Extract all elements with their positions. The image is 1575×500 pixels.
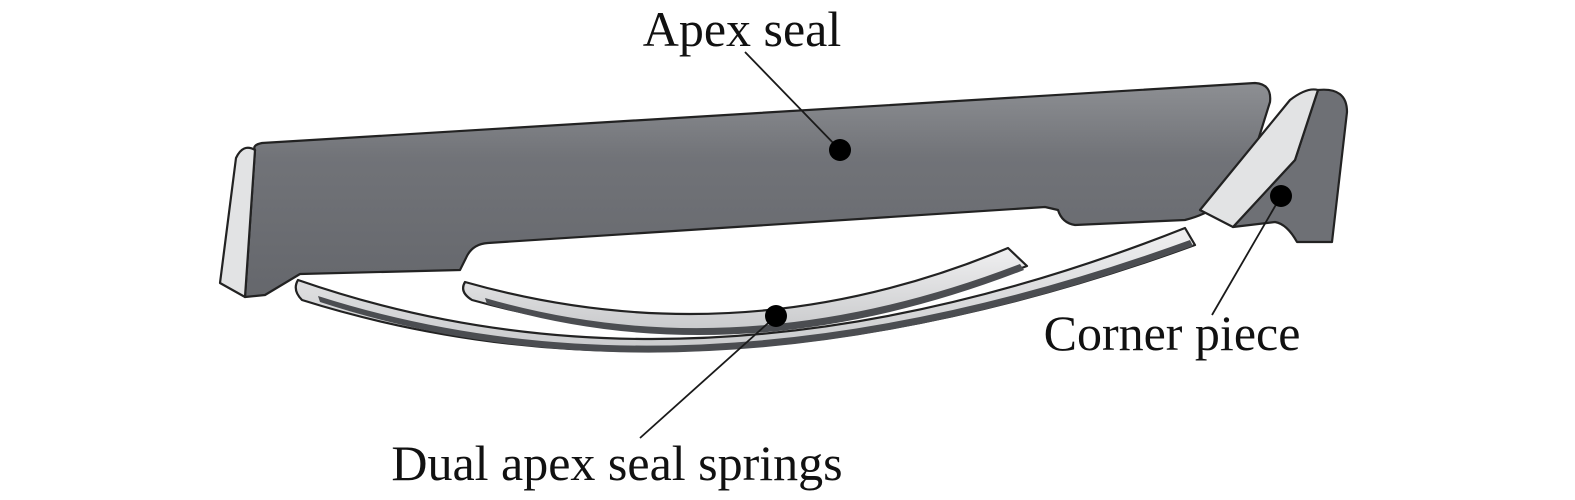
corner-piece-leader [1211, 195, 1282, 316]
apex-seal-leader [744, 51, 841, 151]
outer-spring-shadow [318, 240, 1193, 353]
annotations [639, 51, 1292, 439]
apex-seal-end-face [218, 146, 257, 299]
corner-piece [1198, 88, 1349, 244]
apex-seal-marker [829, 139, 851, 161]
apex-seal-springs [294, 226, 1197, 353]
springs-leader [639, 315, 777, 439]
inner-spring-shadow [485, 264, 1024, 336]
corner-piece-slot-face [1198, 88, 1320, 229]
corner-piece-marker [1270, 185, 1292, 207]
springs-label: Dual apex seal springs [391, 435, 842, 491]
apex-seal-label: Apex seal [643, 1, 842, 57]
corner-piece-label: Corner piece [1044, 305, 1301, 361]
apex-seal-body [243, 81, 1272, 299]
springs-marker [765, 305, 787, 327]
apex-seal [218, 81, 1272, 299]
